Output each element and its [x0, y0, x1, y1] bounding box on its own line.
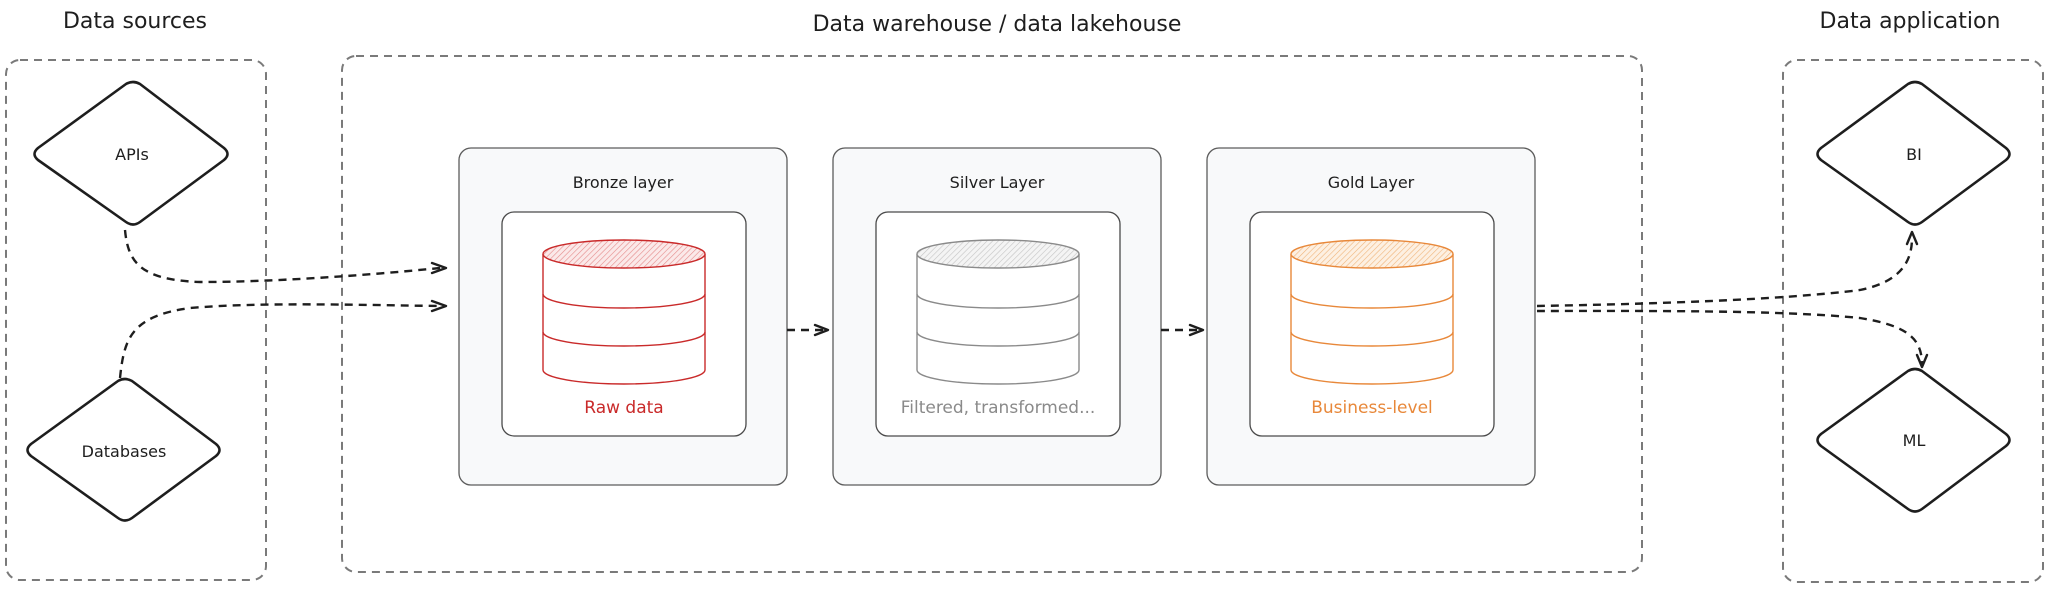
database-band [916, 331, 1080, 347]
node-label-apis: APIs [115, 145, 149, 164]
diamond-shape-ml [1816, 367, 2011, 513]
database-body [542, 254, 706, 385]
flow-line [123, 229, 441, 284]
node-apis[interactable]: APIs [33, 80, 229, 226]
flow-gold-to-bi [1536, 230, 1919, 308]
group-box-data-warehouse [341, 55, 1643, 573]
flow-bronze-to-silver [787, 323, 830, 337]
flow-databases-to-bronze [118, 299, 448, 379]
database-top [542, 239, 706, 269]
flow-line [1536, 237, 1914, 308]
group-box-data-sources [5, 59, 267, 581]
database-band [1290, 293, 1454, 309]
database-band [1290, 331, 1454, 347]
node-label-databases: Databases [82, 442, 167, 461]
database-band [542, 293, 706, 309]
flow-apis-to-bronze [123, 229, 448, 284]
layer-title-bronze: Bronze layer [573, 173, 674, 192]
diamond-shape-bi [1816, 80, 2011, 226]
database-label-silver: Filtered, transformed... [901, 398, 1096, 418]
flow-silver-to-gold [1161, 323, 1205, 337]
arrowhead-icon [430, 299, 448, 313]
arrowhead-icon [1905, 230, 1919, 246]
group-title-data-warehouse: Data warehouse / data lakehouse [813, 12, 1182, 37]
group-data-application: Data application [1782, 9, 2044, 583]
node-databases[interactable]: Databases [26, 377, 221, 522]
database-body [916, 254, 1080, 385]
group-data-sources: Data sources [5, 9, 267, 581]
node-label-bi: BI [1906, 145, 1922, 164]
database-band [542, 331, 706, 347]
group-data-warehouse: Data warehouse / data lakehouse [341, 12, 1643, 573]
database-icon [916, 239, 1080, 385]
node-label-ml: ML [1903, 431, 1926, 450]
database-top [916, 239, 1080, 269]
arrowhead-icon [1188, 323, 1205, 337]
arrowhead-icon [430, 261, 448, 275]
layer-title-gold: Gold Layer [1328, 173, 1415, 192]
flows [118, 229, 1929, 379]
flow-line [1536, 309, 1924, 366]
diamond-shape-apis [33, 80, 229, 226]
database-label-bronze: Raw data [584, 398, 663, 418]
group-title-data-sources: Data sources [63, 9, 207, 34]
group-box-data-application [1782, 59, 2044, 583]
arrowhead-icon [813, 323, 830, 337]
arrowhead-icon [1915, 353, 1929, 369]
flow-gold-to-ml [1536, 309, 1929, 369]
group-title-data-application: Data application [1820, 9, 2001, 34]
database-icon [1290, 239, 1454, 385]
flow-line [118, 303, 441, 379]
database-icon [542, 239, 706, 385]
node-bi[interactable]: BI [1816, 80, 2011, 226]
database-body [1290, 254, 1454, 385]
database-band [916, 293, 1080, 309]
layer-title-silver: Silver Layer [950, 173, 1045, 192]
diamond-shape-databases [26, 377, 221, 522]
database-top [1290, 239, 1454, 269]
database-label-gold: Business-level [1311, 398, 1433, 418]
node-ml[interactable]: ML [1816, 367, 2011, 513]
